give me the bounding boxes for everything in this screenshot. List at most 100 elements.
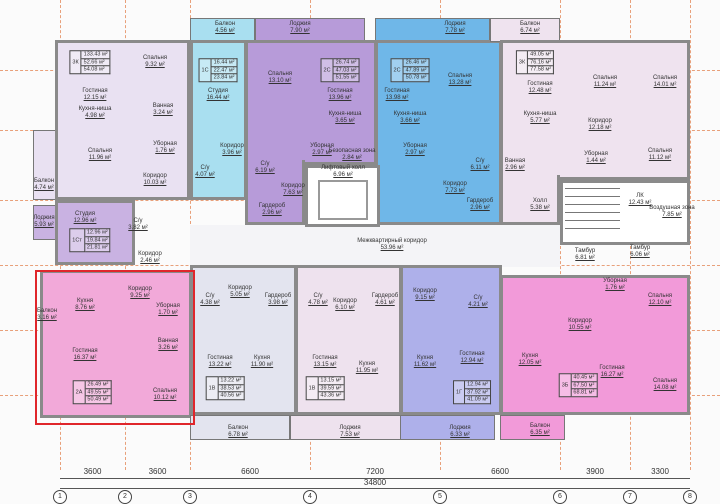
room-name: Ванная xyxy=(504,158,526,164)
room-area: 1.70 м² xyxy=(158,310,178,316)
apartment-type: 1С xyxy=(198,58,212,82)
area-value: 68.81 м² xyxy=(573,389,595,396)
area-name: Тамбур xyxy=(629,245,651,251)
room-name: Коридор xyxy=(281,183,305,189)
area-value: 49.55 м² xyxy=(85,388,111,397)
elevator-shaft xyxy=(318,180,368,220)
dimension-label: 6600 xyxy=(241,467,259,476)
area-value: 26.49 м² xyxy=(85,381,111,389)
room-area: 6.33 м² xyxy=(450,432,470,438)
room-area: 12.94 м² xyxy=(460,358,484,364)
apartment-type: 1Ст xyxy=(69,228,85,252)
axis-marker: 8 xyxy=(683,490,697,504)
room-area: 12.18 м² xyxy=(588,125,612,131)
room-name: Кухня xyxy=(416,355,434,361)
area-value: 21.81 м² xyxy=(86,244,108,251)
room-name: Кухня xyxy=(358,361,376,367)
room-area: 3.65 м² xyxy=(335,118,355,124)
room-name: С/у xyxy=(475,158,485,164)
dimension-label: 3300 xyxy=(651,467,669,476)
room-area: 12.48 м² xyxy=(528,88,552,94)
room-area: 3.96 м² xyxy=(222,150,242,156)
room-area: 3.98 м² xyxy=(268,300,288,306)
room-area: 9.25 м² xyxy=(130,293,150,299)
room-area: 4.98 м² xyxy=(85,113,105,119)
apartment-section xyxy=(245,160,305,225)
room-area: 4.74 м² xyxy=(34,185,54,191)
area-value: 12.96 м² xyxy=(84,229,110,237)
room-name: Балкон xyxy=(36,308,58,314)
room-area: 11.12 м² xyxy=(648,155,672,161)
area-value: 49.05 м² xyxy=(528,51,554,59)
room-area: 2.96 м² xyxy=(505,165,525,171)
room-name: Спальня xyxy=(592,75,618,81)
stair-step xyxy=(565,188,620,189)
room-name: Гардероб xyxy=(258,203,286,209)
room-name: Коридор xyxy=(220,143,244,149)
room-area: 12.05 м² xyxy=(518,360,542,366)
room-area: 4.21 м² xyxy=(468,302,488,308)
room-name: Кухня-ниша xyxy=(328,111,362,117)
apartment xyxy=(245,40,377,165)
stair-step xyxy=(565,228,620,229)
apartment-type: 3Б xyxy=(558,373,572,397)
room-area: 14.08 м² xyxy=(653,385,677,391)
apartment-type: 2С xyxy=(320,58,334,82)
room-name: Лоджия xyxy=(444,21,466,27)
room-name: Спальня xyxy=(267,71,293,77)
room-name: Коридор xyxy=(138,251,162,257)
room-area: 11.96 м² xyxy=(88,155,112,161)
room-name: Ванная xyxy=(157,338,179,344)
room-name: Спальня xyxy=(447,73,473,79)
interapartment-corridor xyxy=(190,225,560,267)
room-area: 6.19 м² xyxy=(255,168,275,174)
room-area: 12.15 м² xyxy=(83,95,107,101)
room-area: 2.96 м² xyxy=(262,210,282,216)
area-value: 40.56 м² xyxy=(220,392,242,399)
room-area: 6.35 м² xyxy=(530,430,550,436)
dimension-line xyxy=(60,478,690,479)
room-area: 10.03 м² xyxy=(143,180,167,186)
room-area: 5.05 м² xyxy=(230,292,250,298)
area-value: 38.53 м² xyxy=(218,384,244,393)
room-area: 9.15 м² xyxy=(415,295,435,301)
area-name: ЛК xyxy=(636,193,644,199)
dimension-label: 6600 xyxy=(491,467,509,476)
area-value: 47.03 м² xyxy=(333,66,359,75)
apartment-type: 3К xyxy=(69,50,82,74)
room-area: 13.10 м² xyxy=(268,78,292,84)
area-size: 2.84 м² xyxy=(342,155,362,161)
area-size: 6.81 м² xyxy=(575,255,595,261)
room-name: Гостиная xyxy=(72,348,98,354)
room-area: 11.90 м² xyxy=(250,362,274,368)
area-name: Безопасная зона xyxy=(328,148,376,154)
room-area: 10.12 м² xyxy=(153,395,177,401)
room-name: Спальня xyxy=(142,55,168,61)
room-name: Уборная xyxy=(153,141,177,147)
room-name: Спальня xyxy=(652,378,678,384)
